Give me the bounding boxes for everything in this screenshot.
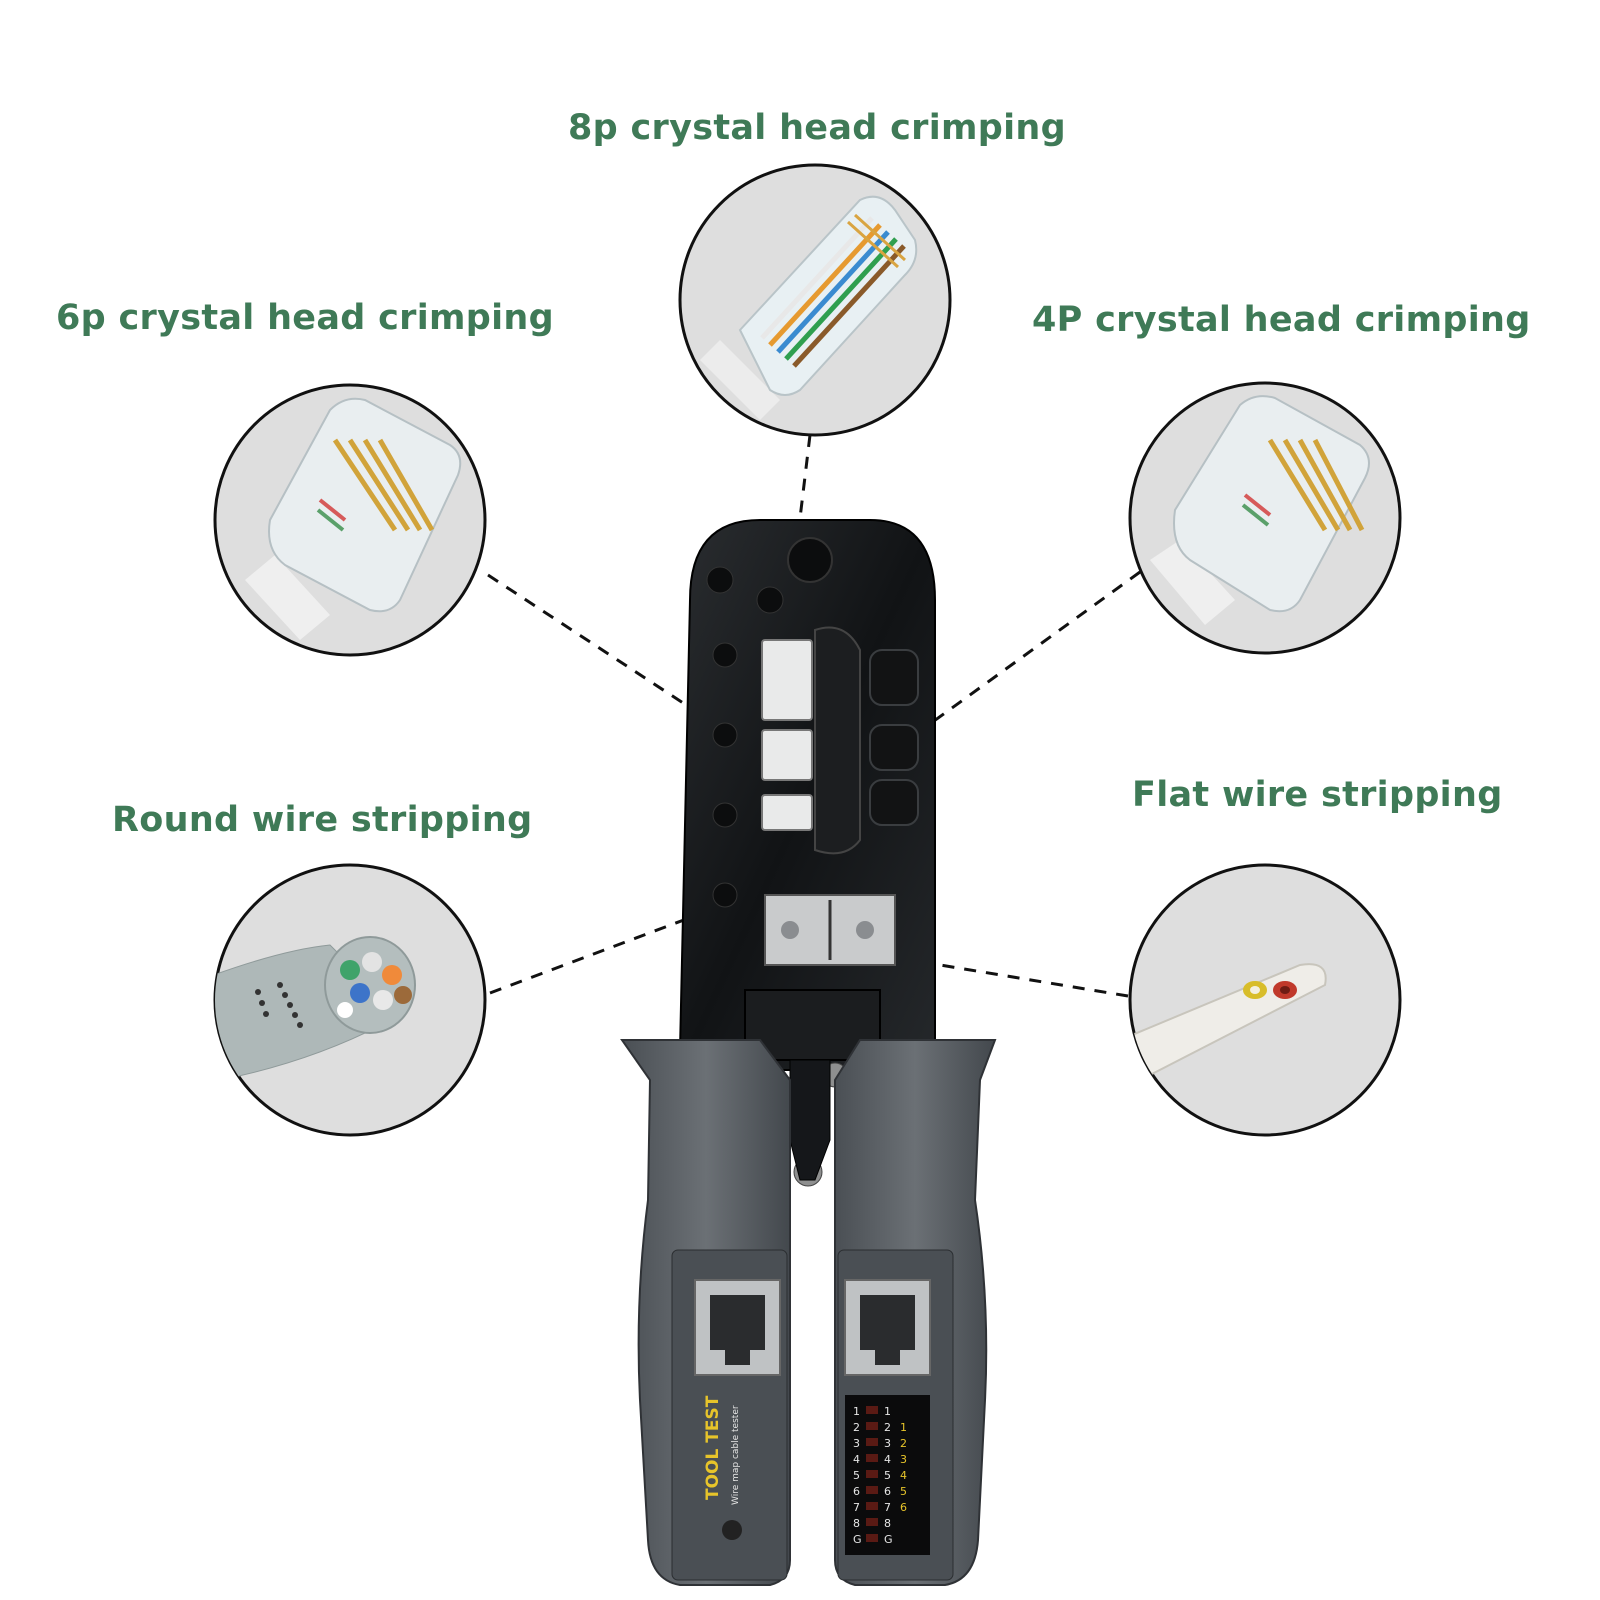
leader-line-flat [939, 963, 1129, 998]
led-indicator [866, 1486, 878, 1494]
led-label: 4 [884, 1453, 891, 1466]
led-label: 6 [853, 1485, 860, 1498]
led-indicator [866, 1518, 878, 1526]
led-label: 5 [884, 1469, 891, 1482]
label-8p-crimping: 8p crystal head crimping [568, 108, 1066, 148]
tester-button [722, 1520, 742, 1540]
left-rj45-port [694, 1279, 781, 1376]
led-label: 2 [853, 1421, 860, 1434]
led-alt-label: 6 [900, 1501, 907, 1514]
led-label: G [853, 1533, 862, 1546]
led-label: 7 [853, 1501, 860, 1514]
rivet [712, 722, 738, 748]
rivet [712, 802, 738, 828]
led-label: 2 [884, 1421, 891, 1434]
led-indicator [866, 1502, 878, 1510]
led-indicator [866, 1534, 878, 1542]
tester-brand-text: TOOL TEST [703, 1395, 723, 1500]
zoom-circle-6p [213, 383, 487, 657]
crimp-blade [814, 626, 861, 855]
tester-subtitle-text: Wire map cable tester [731, 1405, 741, 1505]
led-alt-label: 3 [900, 1453, 907, 1466]
rivet [712, 642, 738, 668]
led-label: 5 [853, 1469, 860, 1482]
zoom-circle-4p [1128, 381, 1402, 655]
die-pockets [869, 649, 919, 826]
label-6p-crimping: 6p crystal head crimping [56, 298, 554, 338]
led-alt-label: 4 [900, 1469, 907, 1482]
label-4p-crimping: 4P crystal head crimping [1032, 300, 1531, 340]
rivet [787, 537, 833, 583]
led-indicator [866, 1422, 878, 1430]
round-cable-end [324, 936, 416, 1034]
right-rj45-port [844, 1279, 931, 1376]
zoom-circle-round-wire [213, 863, 487, 1137]
rj11-6p-connector [268, 397, 462, 613]
led-alt-label: 1 [900, 1421, 907, 1434]
led-alt-label: 5 [900, 1485, 907, 1498]
led-panel [845, 1395, 930, 1555]
led-label: 6 [884, 1485, 891, 1498]
led-label: 3 [853, 1437, 860, 1450]
zoom-circle-flat-wire [1128, 863, 1402, 1137]
led-label: 3 [884, 1437, 891, 1450]
zoom-circle-8p [678, 163, 952, 437]
stripper-plate [764, 894, 896, 966]
led-label: 1 [884, 1405, 891, 1418]
label-round-wire-stripping: Round wire stripping [112, 800, 533, 840]
led-label: 8 [853, 1517, 860, 1530]
label-flat-wire-stripping: Flat wire stripping [1132, 775, 1503, 815]
led-label: 8 [884, 1517, 891, 1530]
led-label: 4 [853, 1453, 860, 1466]
led-label: 7 [884, 1501, 891, 1514]
led-label: 1 [853, 1405, 860, 1418]
led-label: G [884, 1533, 893, 1546]
ratchet-lever [789, 1059, 831, 1181]
led-indicator [866, 1454, 878, 1462]
rivet [706, 566, 734, 594]
led-alt-label: 2 [900, 1437, 907, 1450]
rivet [756, 586, 784, 614]
led-indicator [866, 1438, 878, 1446]
rivet [712, 882, 738, 908]
led-indicator [866, 1406, 878, 1414]
crimp-dies [761, 639, 813, 831]
led-indicator [866, 1470, 878, 1478]
